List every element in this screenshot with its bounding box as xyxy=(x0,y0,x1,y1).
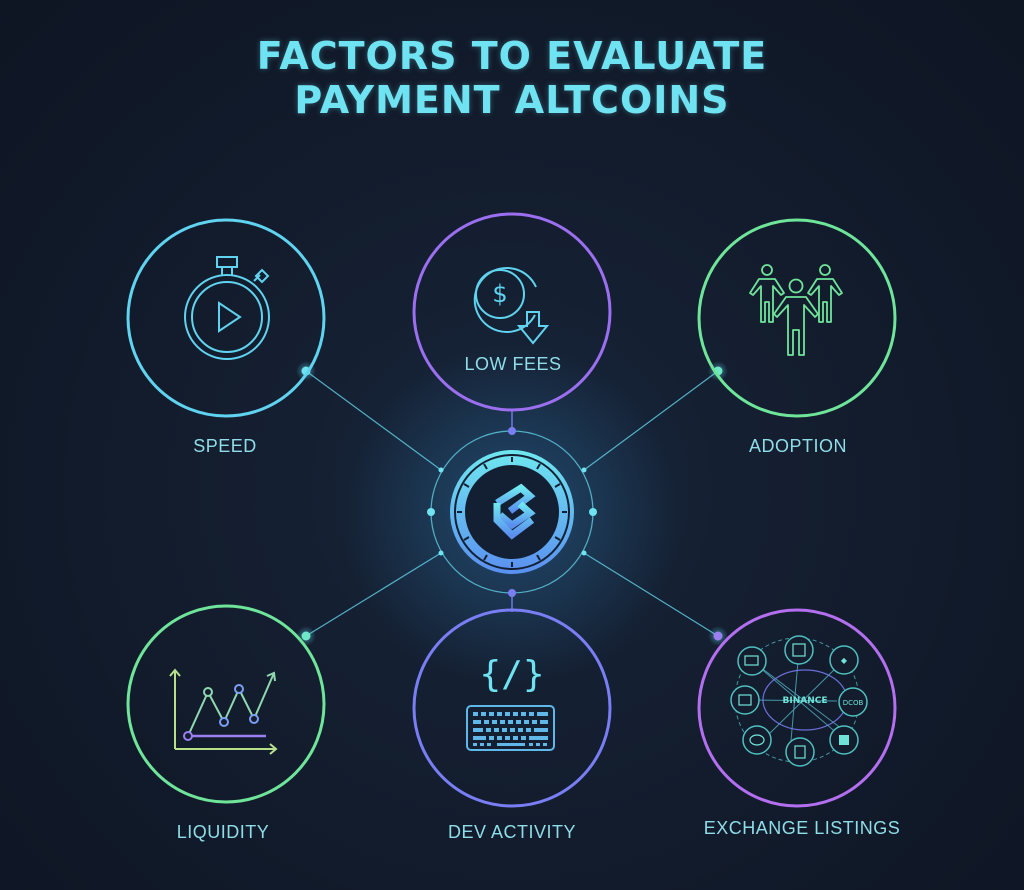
factor-adoption[interactable] xyxy=(697,218,897,418)
connector-exchange xyxy=(583,552,719,637)
hub-coin[interactable] xyxy=(430,430,594,594)
label-dev-activity: DEV ACTIVITY xyxy=(447,822,577,842)
exchange-network-icon: ◆ DCOB BINANCE xyxy=(730,635,868,767)
factor-liquidity[interactable] xyxy=(126,604,326,804)
connector-nodes xyxy=(296,361,728,646)
svg-text:$: $ xyxy=(492,280,507,308)
adoption-ring xyxy=(697,218,897,418)
label-adoption: ADOPTION xyxy=(748,436,848,456)
stopwatch-icon xyxy=(184,256,270,360)
label-speed: SPEED xyxy=(193,436,257,456)
line-chart-icon xyxy=(169,668,278,755)
connector-liquidity xyxy=(305,552,442,637)
label-exchange-listings: EXCHANGE LISTINGS xyxy=(703,818,901,838)
factor-low-fees[interactable]: $ xyxy=(412,212,612,412)
hub-coin-ticks xyxy=(457,457,567,567)
title-line-2: PAYMENT ALTCOINS xyxy=(294,78,730,122)
page-title: FACTORS TO EVALUATE PAYMENT ALTCOINS xyxy=(0,34,1024,122)
connector-adoption xyxy=(583,370,719,471)
exchange-node-label: DCOB xyxy=(843,699,864,707)
svg-text:◆: ◆ xyxy=(841,656,848,665)
exchange-listings-ring xyxy=(697,608,897,808)
svg-text:{/}: {/} xyxy=(479,654,544,695)
binance-label: BINANCE xyxy=(783,696,828,706)
code-keyboard-icon: {/} xyxy=(466,654,555,751)
low-fees-ring xyxy=(412,212,612,412)
label-low-fees: LOW FEES xyxy=(464,354,562,374)
dollar-coin-down-arrow-icon: $ xyxy=(473,266,550,345)
connector-speed xyxy=(305,370,442,471)
hub-coin-groove xyxy=(454,454,570,570)
title-line-1: FACTORS TO EVALUATE xyxy=(256,34,768,78)
coin-logo-icon xyxy=(493,483,536,540)
factor-exchange-listings[interactable]: ◆ DCOB BINANCE xyxy=(697,608,897,808)
dev-activity-ring xyxy=(412,608,612,808)
factor-dev-activity[interactable]: {/} xyxy=(412,608,612,808)
people-group-icon xyxy=(749,264,843,356)
connectors xyxy=(60,370,970,637)
label-liquidity: LIQUIDITY xyxy=(176,822,270,842)
factor-speed[interactable] xyxy=(126,218,326,418)
speed-ring xyxy=(126,218,326,418)
liquidity-ring xyxy=(126,604,326,804)
